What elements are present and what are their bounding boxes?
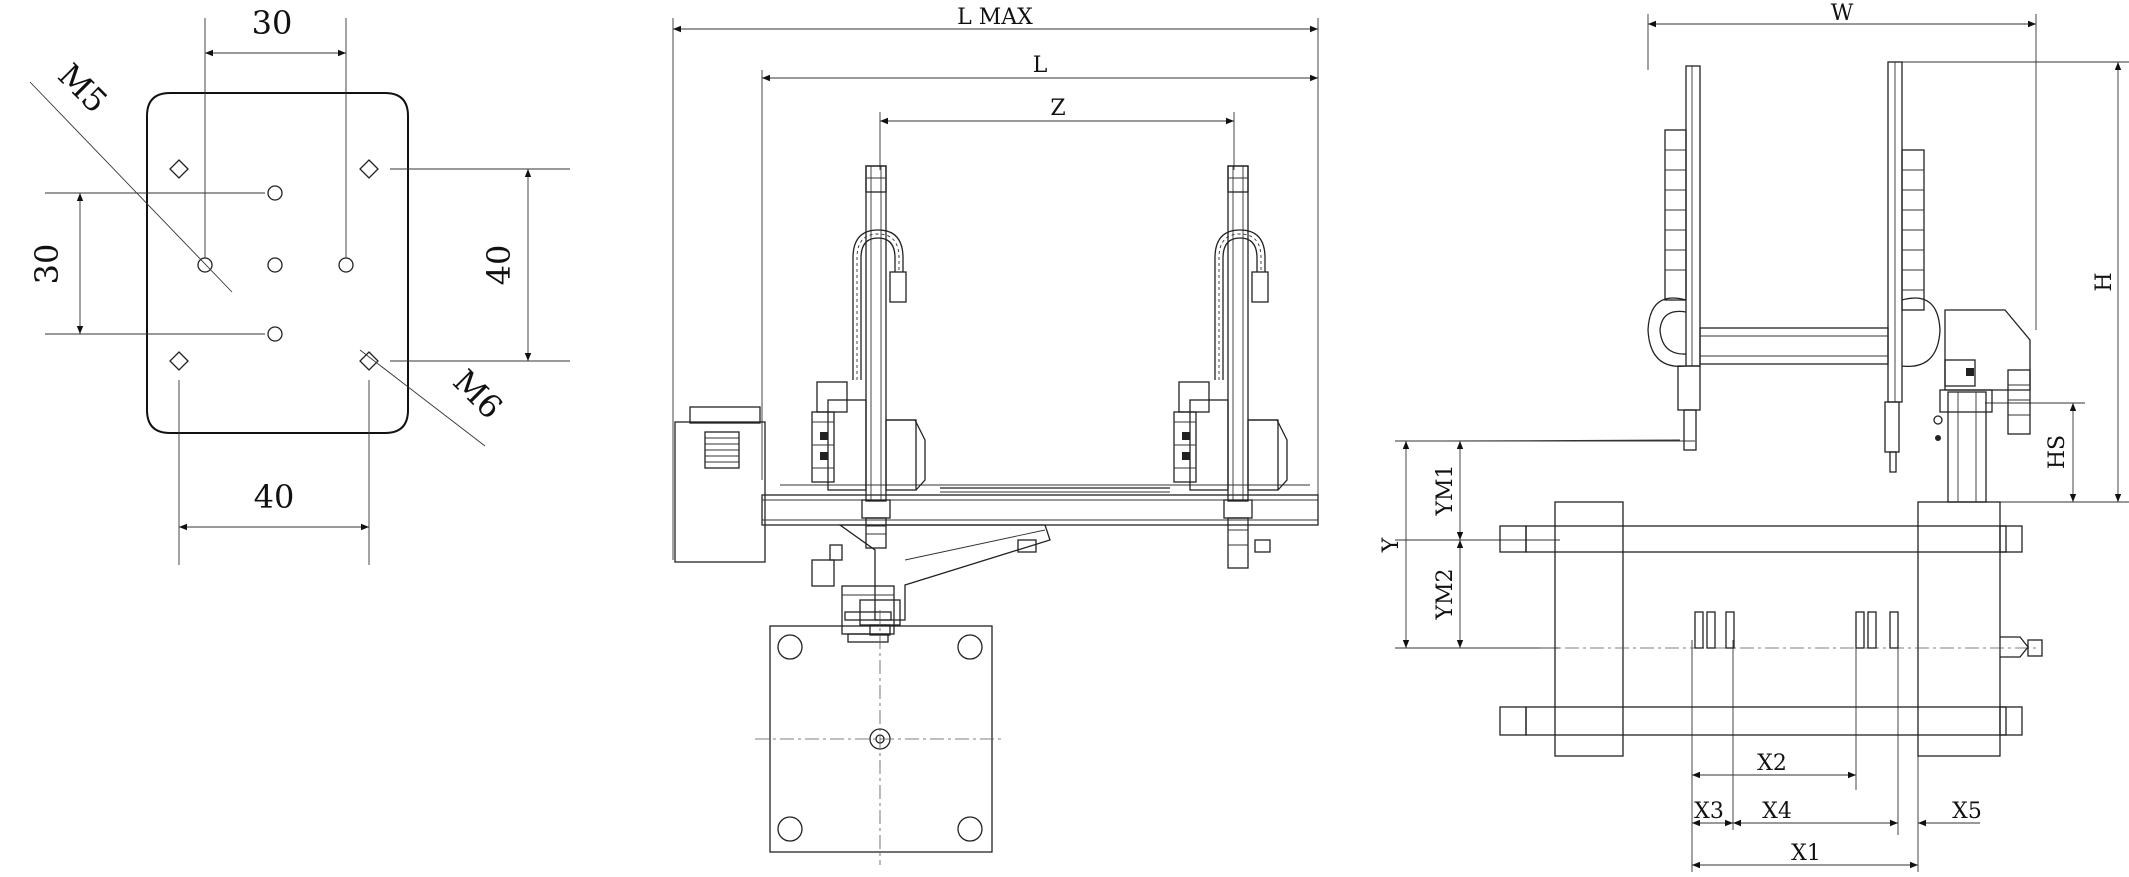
- dim-text-left: 30: [28, 244, 66, 285]
- dim-text-x2: X2: [1757, 751, 1787, 776]
- right-vertical-arm: [1173, 165, 1288, 569]
- dim-text-l-max: L MAX: [957, 5, 1033, 30]
- dim-text-z: Z: [1050, 96, 1065, 121]
- thread-label-m5: M5: [51, 56, 115, 120]
- dim-text-x4: X4: [1762, 799, 1792, 824]
- dim-text-w: W: [1831, 1, 1854, 26]
- flange-corner-holes: [169, 159, 379, 371]
- dim-text-right: 40: [480, 245, 518, 286]
- m6-leader-line: [359, 349, 486, 447]
- side-right-upright: [1884, 61, 1941, 473]
- dim-text-ym1: YM1: [1433, 464, 1458, 516]
- m5-leader-line: [29, 81, 233, 293]
- side-carriage-box: [1933, 309, 2031, 503]
- dim-text-ym2: YM2: [1433, 568, 1458, 620]
- left-vertical-arm: [811, 165, 926, 549]
- flange-plate-outline: [146, 92, 409, 434]
- molding-machine-outline: [1499, 501, 2043, 757]
- side-view: W H HS Y YM1 YM2 X2 X3 X4 X5 X1: [1379, 1, 2129, 872]
- support-bracket: [811, 524, 1271, 636]
- base-plate: [755, 610, 1005, 865]
- support-column: [841, 585, 895, 643]
- dim-text-x1: X1: [1791, 841, 1821, 866]
- main-beam: [761, 484, 1319, 526]
- flange-plate-view: 30 30 40 40 M5 M6: [28, 4, 570, 565]
- control-cabinet: [674, 406, 766, 563]
- dim-text-top: 30: [252, 4, 293, 42]
- side-left-upright: [1439, 65, 1701, 451]
- dim-text-bottom: 40: [254, 478, 295, 516]
- dim-text-y: Y: [1379, 537, 1404, 553]
- flange-extension-lines: [45, 18, 570, 565]
- dim-text-h: H: [2092, 272, 2117, 291]
- flange-small-holes: [197, 185, 354, 342]
- thread-label-m6: M6: [446, 362, 510, 426]
- front-view: L MAX L Z: [672, 5, 1319, 865]
- dim-text-hs: HS: [2045, 435, 2070, 469]
- dim-text-l: L: [1033, 53, 1048, 78]
- dim-text-x5: X5: [1952, 799, 1982, 824]
- side-traverse-beam: [1699, 327, 1889, 365]
- dim-text-x3: X3: [1694, 799, 1724, 824]
